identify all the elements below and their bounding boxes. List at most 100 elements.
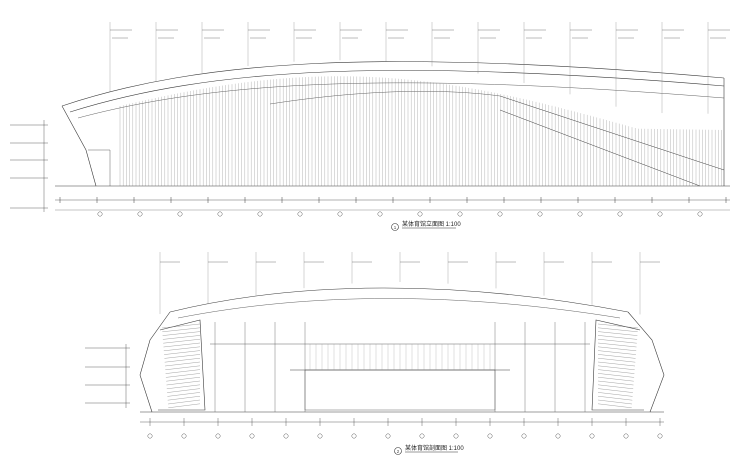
title-marker-1: 1 [394,225,397,230]
axis-bubble [589,433,595,439]
seat-row-left [161,323,201,329]
roof-top-curve [61,61,725,107]
axis-bubble [257,211,263,217]
axis-bubble [137,211,143,217]
elevation-drawing [10,22,730,217]
axis-bubble [657,211,663,217]
seat-row-left [164,354,201,359]
axis-bubble [97,211,103,217]
seat-row-left [164,361,201,367]
roof-truss-curve [77,82,725,119]
seat-row-right [597,403,632,408]
seat-row-right [597,380,634,386]
seat-row-left [166,384,201,389]
title-marker-circle-2 [394,447,402,455]
section-drawing [85,252,665,439]
axis-bubble [147,433,153,439]
court-block [304,369,496,411]
axis-bubble [453,433,459,439]
right-stand-outline [591,319,644,411]
axis-bubble [457,211,463,217]
elevation-grid-axis-row [97,211,703,217]
seat-row-right [597,373,635,378]
axis-bubble [297,211,303,217]
seat-row-left [162,335,201,340]
axis-bubble [317,433,323,439]
seat-row-left [166,380,201,386]
seat-row-right [597,399,633,405]
seat-row-right [597,354,636,359]
seat-row-left [165,369,201,374]
seat-row-left [165,373,201,378]
seat-row-left [168,403,201,408]
section-columns [214,322,586,412]
axis-bubble [249,433,255,439]
axis-bubble [555,433,561,439]
left-facade [61,105,97,187]
axis-bubble [487,433,493,439]
seat-row-left [163,346,201,351]
seat-row-right [597,392,633,397]
seat-row-right [597,396,633,401]
seat-row-right [597,323,639,329]
axis-bubble [217,211,223,217]
axis-bubble [617,211,623,217]
seat-row-right [597,339,637,344]
axis-bubble [181,433,187,439]
axis-bubble [417,211,423,217]
elevation-dimension-ticks [59,197,727,203]
elevation-hatching-group [119,76,722,186]
seat-row-right [597,350,636,355]
seat-row-right [597,365,635,370]
title-marker-circle-1 [391,223,399,231]
axis-bubble [177,211,183,217]
seat-row-left [163,342,201,348]
left-stand-outline [158,319,206,411]
seat-row-left [162,327,201,332]
section-right-wall [627,311,665,413]
seat-row-right [597,369,635,374]
seat-row-left [167,396,201,401]
left-elevation-marks [10,120,48,212]
left-stair [88,149,111,186]
axis-bubble [337,211,343,217]
seat-row-right [597,361,636,367]
section-seating-hatch [161,323,639,408]
title-marker-2: 2 [397,449,400,454]
axis-bubble [577,211,583,217]
seat-row-left [167,399,201,405]
axis-bubble [623,433,629,439]
axis-bubble [419,433,425,439]
axis-bubble [283,433,289,439]
section-roof-outer [169,287,629,313]
drawing-title-1: 某体育馆立面图 1:100 [402,220,461,228]
seat-row-right [597,377,634,382]
seat-row-left [162,331,201,336]
axis-bubble [215,433,221,439]
section-annotation-leaders [159,252,660,315]
seat-row-right [597,388,633,393]
seat-row-right [597,342,637,348]
section-grid-axis-row [147,418,663,439]
axis-bubble [497,211,503,217]
axis-bubble [351,433,357,439]
axis-bubble [537,211,543,217]
seat-row-left [167,392,201,397]
axis-bubble [657,433,663,439]
seat-row-left [164,358,201,363]
seat-row-left [163,339,201,344]
seat-row-right [597,335,638,340]
seat-row-left [166,377,201,382]
axis-bubble [377,211,383,217]
axis-bubble [521,433,527,439]
section-level-marks [85,344,130,408]
seat-row-right [597,358,636,363]
roof-inner-curve [69,70,725,113]
seat-row-right [597,331,638,336]
axis-bubble [697,211,703,217]
seating-rake-1 [499,95,725,171]
section-left-wall [139,311,171,413]
drawing-title-2: 某体育馆剖面图 1:100 [405,444,464,452]
